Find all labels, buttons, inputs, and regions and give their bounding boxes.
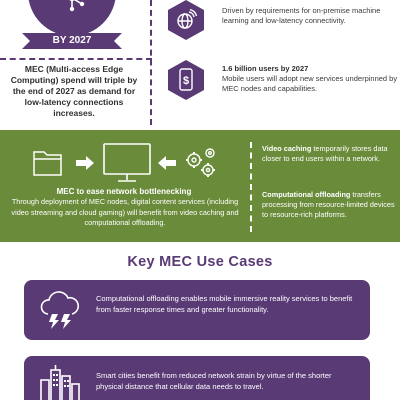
globe-signal-icon [177,8,198,29]
top-section: BY 2027 MEC (Multi-access Edge Computing… [0,0,400,130]
mec-bottleneck-panel: MEC to ease network bottlenecking Throug… [0,130,248,242]
network-nodes-icon [69,0,85,12]
arrow-left-icon [158,156,176,170]
mobile-dollar-icon: $ [179,68,193,91]
video-caching-label: Video caching [262,144,312,153]
arrow-right-icon [76,156,94,170]
mec-bottleneck-title: MEC to ease network bottlenecking [56,187,192,196]
globe-hexagon [168,0,204,40]
ml-requirements-text: Driven by requirements for on-premise ma… [222,6,381,25]
video-caching-body: temporarily stores data closer to end us… [262,144,388,163]
users-body: Mobile users will adopt new services und… [222,74,398,93]
users-headline: 1.6 billion users by 2027 [222,64,309,73]
gears-icon [186,148,215,177]
green-section: MEC to ease network bottlenecking Throug… [0,130,400,242]
immersive-reality-text: Computational offloading enables mobile … [96,294,353,314]
content-flow-illustration [33,143,215,182]
by-2027-ribbon: BY 2027 [22,33,122,49]
use-case-card-immersive: Computational offloading enables mobile … [24,280,370,340]
svg-text:$: $ [183,75,189,87]
folder-icon [33,151,62,176]
use-cases-heading: Key MEC Use Cases [127,254,273,270]
offloading-label: Computational offloading [262,190,351,199]
city-buildings-icon [40,365,80,400]
users-block: 1.6 billion users by 2027 Mobile users w… [222,64,400,94]
mec-spend-statement: MEC (Multi-access Edge Computing) spend … [10,64,138,118]
dashed-divider-horizontal [0,58,152,60]
mec-bottleneck-description: Through deployment of MEC nodes, digital… [11,197,239,227]
use-case-card-smart-cities: Smart cities benefit from reduced networ… [24,356,370,400]
network-nodes-badge [28,0,116,36]
smart-cities-text: Smart cities benefit from reduced networ… [96,371,332,391]
caching-offloading-panel: Video caching temporarily stores data cl… [262,130,400,242]
dashed-divider-green [250,142,252,232]
cloud-lightning-icon [40,291,80,329]
offloading-text: Computational offloading transfers proce… [262,190,396,220]
mobile-hexagon: $ [168,60,204,100]
video-caching-text: Video caching temporarily stores data cl… [262,144,396,164]
monitor-icon [103,143,151,182]
dashed-divider-vertical [150,0,152,125]
offloading-body: transfers processing from resource-limit… [262,190,395,219]
